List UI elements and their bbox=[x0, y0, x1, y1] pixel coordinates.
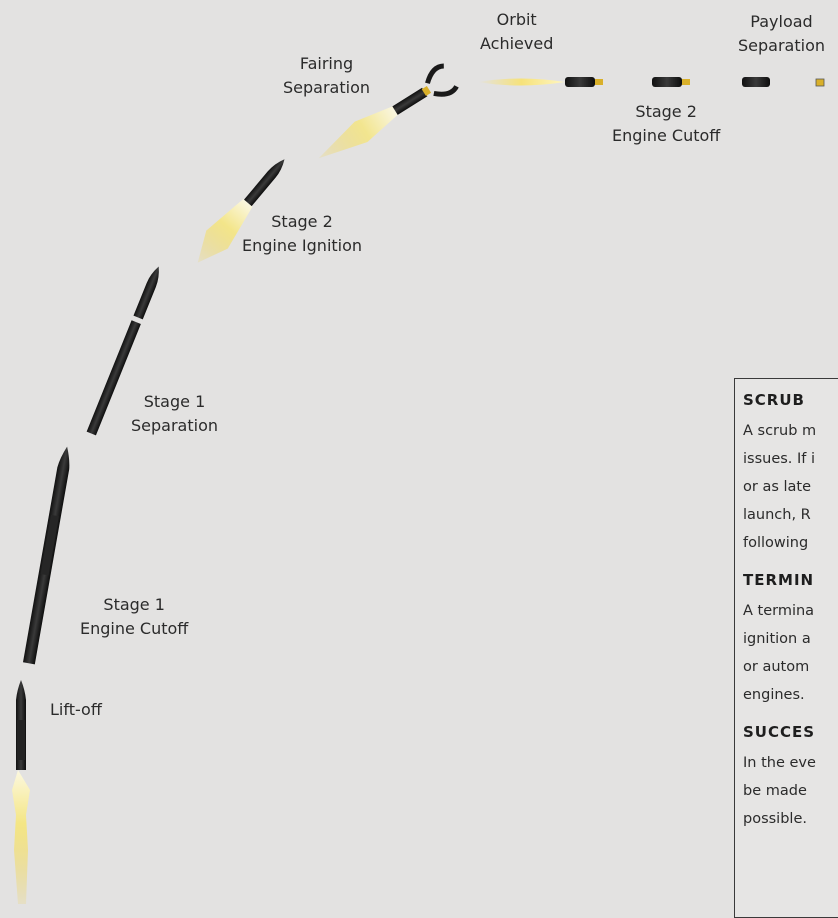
label-lift-off: Lift-off bbox=[50, 700, 102, 719]
rocket-stage2-cutoff bbox=[652, 77, 690, 87]
scrub-text: A scrub m issues. If i or as late launch… bbox=[743, 423, 817, 551]
rocket-stage1-cutoff bbox=[22, 446, 70, 665]
rocket-payload-separation bbox=[742, 77, 825, 87]
rocket-lift-off bbox=[12, 680, 30, 904]
rocket-orbit-achieved bbox=[478, 77, 603, 87]
rocket-stage1-separation bbox=[86, 266, 159, 436]
termination-heading: TERMIN bbox=[743, 571, 815, 589]
success-heading: SUCCES bbox=[743, 723, 816, 741]
rocket-stage2-ignition bbox=[197, 159, 285, 263]
success-text: In the eve be made possible. bbox=[743, 755, 816, 827]
info-panel: SCRUB A scrub m issues. If i or as late … bbox=[734, 378, 838, 918]
scrub-heading: SCRUB bbox=[743, 391, 805, 409]
termination-text: A termina ignition a or autom engines. bbox=[743, 603, 815, 703]
rocket-fairing-separation bbox=[318, 63, 459, 159]
